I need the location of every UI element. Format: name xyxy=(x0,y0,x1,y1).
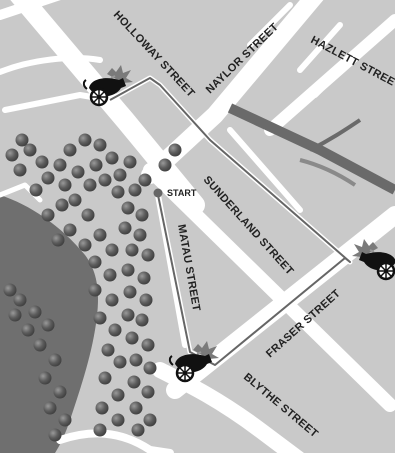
tree xyxy=(118,221,132,235)
tree xyxy=(71,165,85,179)
tree xyxy=(48,428,62,442)
tree xyxy=(53,158,67,172)
tree xyxy=(133,228,147,242)
tree xyxy=(111,185,125,199)
tree xyxy=(141,385,155,399)
tree xyxy=(15,133,29,147)
tree xyxy=(123,155,137,169)
motorway xyxy=(227,103,395,195)
tree xyxy=(93,311,107,325)
tree xyxy=(121,308,135,322)
tree xyxy=(55,198,69,212)
tree xyxy=(81,208,95,222)
tree xyxy=(51,233,65,247)
tree xyxy=(129,401,143,415)
tree xyxy=(121,201,135,215)
tree xyxy=(93,228,107,242)
tree xyxy=(139,293,153,307)
tree xyxy=(113,355,127,369)
start-point xyxy=(153,188,163,198)
tree xyxy=(78,238,92,252)
road-sunderland-branch xyxy=(227,127,303,213)
tree xyxy=(29,183,43,197)
tree xyxy=(33,338,47,352)
tree xyxy=(168,143,182,157)
tree xyxy=(128,183,142,197)
tree xyxy=(41,208,55,222)
tree xyxy=(158,158,172,172)
tree xyxy=(35,155,49,169)
tree xyxy=(141,248,155,262)
road-small-east xyxy=(297,22,343,73)
tree xyxy=(111,388,125,402)
tree xyxy=(103,268,117,282)
road-small-east2 xyxy=(312,52,358,98)
road-holloway xyxy=(10,0,205,215)
tree xyxy=(101,343,115,357)
tree xyxy=(68,193,82,207)
tree xyxy=(105,151,119,165)
tree xyxy=(5,148,19,162)
tree xyxy=(28,305,42,319)
tree xyxy=(58,178,72,192)
road-top-left-lower xyxy=(0,55,103,75)
tree xyxy=(93,423,107,437)
tree xyxy=(89,158,103,172)
road-sunderland xyxy=(143,163,395,412)
tree xyxy=(43,401,57,415)
tree xyxy=(113,168,127,182)
start-label: START xyxy=(167,188,197,198)
tree xyxy=(83,178,97,192)
tree xyxy=(108,323,122,337)
tree xyxy=(125,243,139,257)
tree xyxy=(105,243,119,257)
tree xyxy=(21,323,35,337)
tree xyxy=(93,138,107,152)
tree xyxy=(48,353,62,367)
tree xyxy=(131,423,145,437)
tree xyxy=(41,171,55,185)
tree xyxy=(98,371,112,385)
tree xyxy=(98,173,112,187)
tree xyxy=(143,413,157,427)
tree xyxy=(63,223,77,237)
tree xyxy=(105,293,119,307)
tree xyxy=(23,143,37,157)
road-blythe xyxy=(152,362,304,453)
motorway-ramp xyxy=(309,118,362,152)
tree xyxy=(138,173,152,187)
tree xyxy=(121,263,135,277)
tree xyxy=(111,413,125,427)
tree xyxy=(123,285,137,299)
tree xyxy=(63,143,77,157)
tree xyxy=(95,401,109,415)
tree xyxy=(88,255,102,269)
tree xyxy=(88,283,102,297)
tree-cluster xyxy=(3,133,182,442)
tree xyxy=(53,385,67,399)
tree xyxy=(13,293,27,307)
tree xyxy=(135,313,149,327)
tree xyxy=(13,163,27,177)
tree xyxy=(137,271,151,285)
motorway-loop xyxy=(299,158,357,187)
tree xyxy=(125,331,139,345)
tree xyxy=(78,133,92,147)
tree xyxy=(141,338,155,352)
tree xyxy=(58,413,72,427)
road-small-north xyxy=(247,2,293,48)
road-top-left xyxy=(0,0,61,20)
tree xyxy=(129,353,143,367)
tree xyxy=(3,283,17,297)
tree xyxy=(135,208,149,222)
tree xyxy=(8,308,22,322)
road-south-curve xyxy=(56,429,174,453)
tree xyxy=(127,375,141,389)
tree xyxy=(143,361,157,375)
tree xyxy=(38,371,52,385)
tree xyxy=(41,318,55,332)
